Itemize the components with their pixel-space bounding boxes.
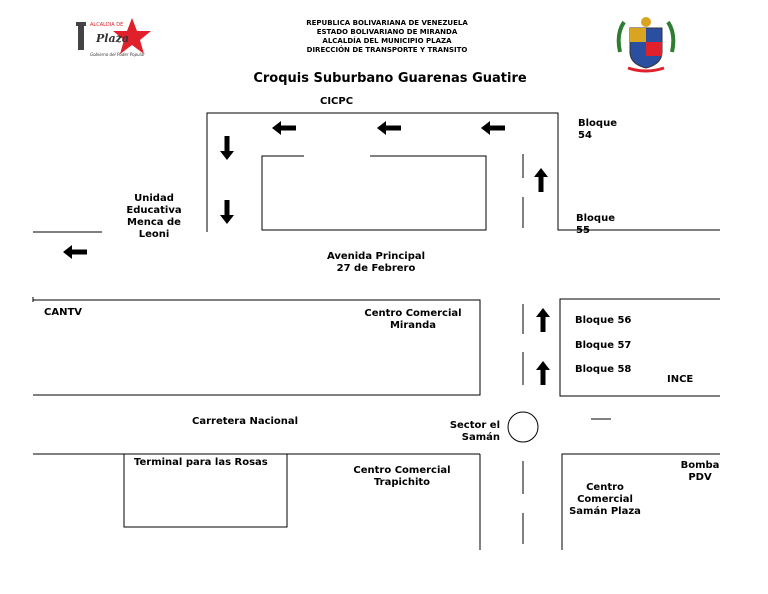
arrow-down-icon (220, 200, 234, 224)
label-line: Centro Comercial (364, 308, 462, 319)
label-line: Bloque (578, 118, 617, 129)
label-line: Sector el (449, 420, 500, 431)
traffic-arrows (63, 121, 550, 385)
cicpc-building-outline (261, 155, 487, 231)
arrow-left-icon (272, 121, 296, 135)
bloques-block (559, 298, 720, 397)
label-line: Leoni (138, 229, 170, 240)
label-line: Samán (461, 432, 500, 443)
label-line: Bomba (680, 460, 720, 471)
header-block: REPUBLICA BOLIVARIANA DE VENEZUELA ESTAD… (264, 19, 510, 55)
label-line: Comercial (577, 494, 633, 505)
label-carretera-nacional: Carretera Nacional (192, 416, 299, 427)
logo-main-text: Plaza (95, 32, 129, 45)
label-line: Samán Plaza (569, 506, 641, 517)
label-line: Miranda (389, 320, 437, 331)
label-line: Educativa (126, 205, 182, 216)
street-lines (32, 112, 720, 550)
label-sector-saman: Sector el Samán (446, 420, 500, 444)
label-unidad-educativa: Unidad Educativa Menca de Leoni (112, 193, 196, 241)
logo-small-text: ALCALDIA DE (90, 22, 123, 28)
label-avenida-principal: Avenida Principal 27 de Febrero (306, 251, 446, 275)
roundabout-icon (507, 411, 539, 443)
saman-plaza-edge (561, 453, 720, 550)
logo-tagline: Gobierno del Poder Popular (90, 52, 145, 57)
header-line: ESTADO BOLIVARIANO DE MIRANDA (316, 28, 458, 36)
label-line: Unidad (134, 193, 174, 204)
label-bloque-57: Bloque 57 (575, 340, 632, 351)
label-cicpc: CICPC (320, 96, 354, 107)
label-bomba-pdv: Bomba PDV (676, 460, 724, 484)
page-title: Croquis Suburbano Guarenas Guatire (253, 71, 527, 86)
label-cantv: CANTV (44, 307, 83, 318)
label-terminal: Terminal para las Rosas (134, 457, 268, 468)
header-line: REPUBLICA BOLIVARIANA DE VENEZUELA (306, 19, 468, 27)
arrow-left-icon (377, 121, 401, 135)
label-line: 27 de Febrero (336, 263, 416, 274)
label-line: 55 (576, 225, 590, 236)
terminal-outline (123, 454, 288, 528)
logo-left: ALCALDIA DE Plaza Gobierno del Poder Pop… (70, 14, 165, 62)
label-cc-miranda: Centro Comercial Miranda (352, 308, 474, 332)
label-line: Menca de (127, 217, 181, 228)
label-bloque-58: Bloque 58 (575, 364, 632, 375)
south-avenue-block (33, 299, 481, 396)
arrow-left-icon (481, 121, 505, 135)
cicpc-block-outline (206, 112, 720, 232)
arrow-down-icon (220, 136, 234, 160)
header-line: DIRECCIÓN DE TRANSPORTE Y TRANSITO (306, 46, 468, 54)
arrow-up-icon (536, 361, 550, 385)
label-bloque-54: Bloque 54 (578, 118, 617, 142)
label-line: Centro (586, 482, 624, 493)
label-line: Bloque (576, 213, 615, 224)
label-ince: INCE (667, 374, 694, 385)
label-cc-saman-plaza: Centro Comercial Samán Plaza (560, 482, 650, 518)
header-line: ALCALDÍA DEL MUNICIPIO PLAZA (322, 37, 452, 45)
label-line: 54 (578, 130, 592, 141)
logo-right (614, 14, 678, 74)
alcaldia-plaza-logo-icon: ALCALDIA DE Plaza Gobierno del Poder Pop… (76, 18, 151, 57)
label-bloque-56: Bloque 56 (575, 315, 632, 326)
municipal-shield-icon (616, 17, 676, 73)
label-line: Avenida Principal (326, 251, 426, 262)
label-line: Trapichito (373, 477, 431, 488)
label-cc-trapichito: Centro Comercial Trapichito (342, 465, 462, 489)
label-bloque-55: Bloque 55 (576, 213, 615, 237)
arrow-left-icon (63, 245, 87, 259)
label-line: PDV (688, 472, 712, 483)
arrow-up-icon (536, 308, 550, 332)
arrow-up-icon (534, 168, 548, 192)
label-line: Centro Comercial (353, 465, 451, 476)
